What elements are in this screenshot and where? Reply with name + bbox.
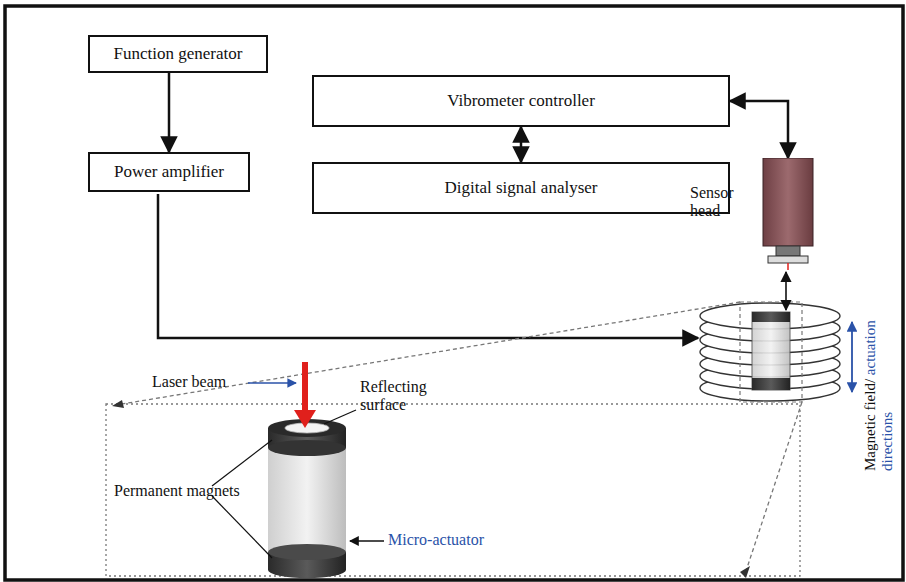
coil-stack — [700, 303, 840, 401]
process-box: Function generator — [88, 35, 268, 73]
process-box: Digital signal analyser — [312, 162, 730, 214]
actuator-in-coil — [752, 312, 790, 390]
zoom-line — [116, 302, 740, 405]
leader-line — [212, 440, 272, 486]
connector-arrow — [520, 127, 523, 162]
leader-line — [324, 410, 356, 424]
connector-arrow — [168, 73, 171, 152]
box-label: Function generator — [114, 44, 243, 64]
frame — [5, 6, 903, 580]
axis-label: Magnetic field/ — [862, 379, 878, 471]
magnet-bottom — [752, 378, 790, 390]
laser-path — [785, 272, 787, 310]
part-label: Sensor head — [690, 184, 756, 221]
zoom-line — [745, 402, 802, 574]
box-label: Vibrometer controller — [447, 91, 595, 111]
leader-line — [212, 496, 272, 558]
leader-line — [350, 540, 384, 541]
process-box: Power amplifier — [88, 152, 250, 192]
part-label: Reflecting surface — [360, 378, 450, 415]
laser-beam-head — [294, 410, 316, 428]
zoom-arrowhead — [740, 566, 750, 578]
laser-beam — [302, 362, 308, 412]
inset-box — [106, 404, 800, 576]
magnet-top — [752, 312, 790, 322]
drive-wire — [158, 194, 698, 338]
box-label: Digital signal analyser — [445, 178, 598, 198]
part-label: Permanent magnets — [114, 482, 240, 500]
zoom-arrowhead — [112, 400, 124, 408]
leader-line — [248, 382, 296, 384]
box-label: Power amplifier — [114, 162, 224, 182]
process-box: Vibrometer controller — [312, 75, 730, 127]
micro-actuator-figure — [268, 419, 346, 578]
part-label: Micro-actuator — [388, 531, 484, 549]
sensor-head: Sensor head — [690, 158, 815, 270]
connector-arrow — [730, 101, 788, 158]
rotated-label: Magnetic field/ actuation directions — [862, 301, 897, 471]
zoom-box — [740, 302, 802, 402]
direction-arrow — [851, 322, 853, 392]
part-label: Laser beam — [152, 373, 226, 391]
